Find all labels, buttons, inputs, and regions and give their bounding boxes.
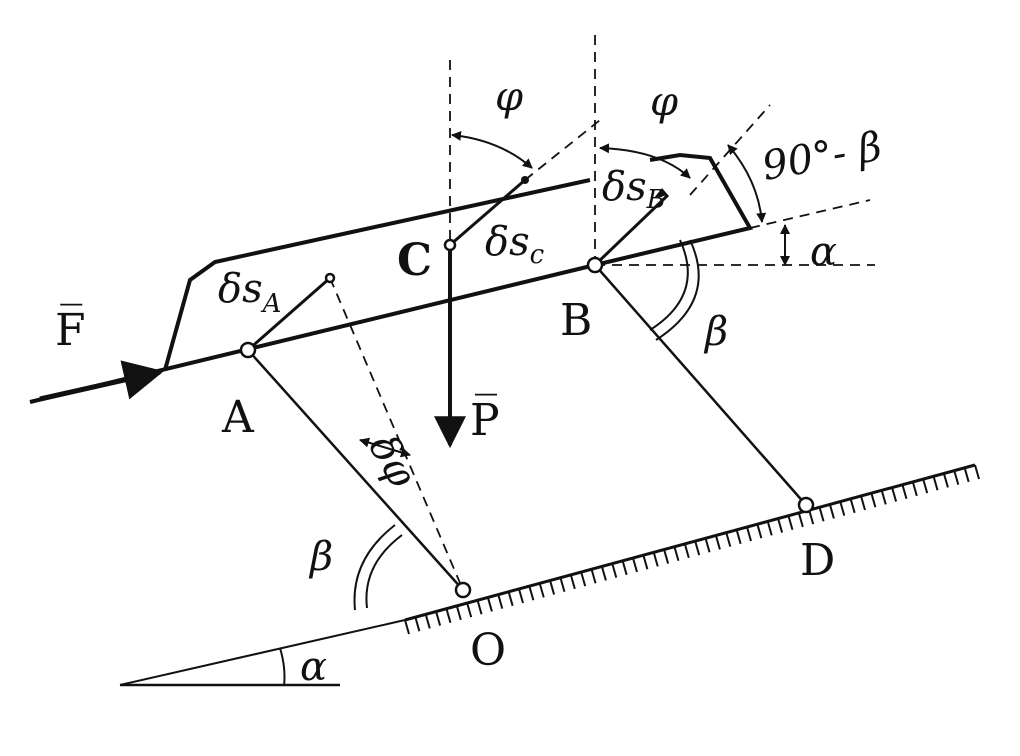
- label-d: D: [800, 535, 835, 586]
- ground-hatch: [466, 602, 473, 618]
- ground-hatch: [880, 490, 887, 505]
- ground-hatch: [911, 481, 918, 497]
- link-BD: [594, 264, 807, 506]
- ground-hatch: [455, 605, 462, 621]
- joint-o: [454, 581, 472, 599]
- ground-hatch: [507, 591, 514, 607]
- ground-hatch: [683, 543, 690, 559]
- ds-b-vector: [593, 193, 670, 267]
- ground-hatch: [922, 478, 929, 494]
- joint-b: [586, 256, 604, 274]
- point-c: [443, 238, 457, 252]
- ground-hatch: [528, 585, 535, 601]
- angle-arcs: [353, 130, 790, 611]
- ground-hatch: [714, 535, 721, 550]
- label-ds-c: δsc: [485, 219, 545, 270]
- ground-hatch: [839, 501, 846, 516]
- label-c: C: [397, 235, 432, 286]
- label-ds-a: δsA: [218, 266, 281, 319]
- ground-hatch: [538, 583, 545, 598]
- ground-hatch: [756, 523, 763, 539]
- ground-hatch: [559, 577, 566, 593]
- ground-hatch: [642, 554, 649, 570]
- label-beta-b: β: [703, 309, 728, 355]
- ground-hatch: [828, 504, 835, 519]
- ground-hatch: [569, 574, 576, 590]
- ground-hatch: [673, 546, 680, 562]
- label-ds-b: δsB: [602, 164, 666, 215]
- ground-hatch: [746, 526, 752, 542]
- label-90-minus-beta: 90°- β: [759, 124, 885, 190]
- label-p: P̅: [470, 393, 500, 446]
- ground-hatch: [580, 571, 587, 587]
- ground-hatch: [600, 566, 607, 581]
- ground-hatch: [766, 521, 773, 536]
- bottom-alpha-angle: [119, 619, 406, 687]
- label-a: A: [221, 392, 255, 443]
- ground-hatch: [974, 464, 980, 480]
- ground-hatch: [797, 512, 804, 528]
- ground-hatch: [725, 532, 732, 547]
- force-f-arrow: [39, 360, 164, 402]
- ground-hatch: [735, 529, 742, 545]
- ground-hatch: [476, 599, 483, 615]
- ground-hatch: [849, 498, 856, 514]
- ground-hatch: [694, 540, 701, 556]
- ground-hatch: [818, 506, 825, 522]
- ground-hatch: [787, 515, 794, 531]
- joints: [239, 238, 815, 599]
- label-f: F̅: [55, 303, 86, 356]
- label-alpha-bottom: α: [300, 644, 327, 690]
- ground-hatch: [486, 597, 493, 612]
- ground-hatch: [414, 616, 421, 632]
- ds-c-vector: [449, 178, 526, 247]
- ds-a-tip: [324, 272, 336, 284]
- ground-hatch: [942, 473, 949, 488]
- ground-hatch: [424, 614, 431, 629]
- ground-hatch: [953, 470, 960, 485]
- ground-hatch: [663, 549, 670, 564]
- ground-hatch: [808, 509, 815, 525]
- label-beta-o: β: [308, 534, 333, 580]
- ground-hatch: [621, 560, 628, 576]
- ground-hatch: [518, 588, 524, 604]
- ground-hatch: [404, 619, 410, 635]
- ground-hatch: [445, 608, 452, 624]
- ds-a-vector: [247, 276, 331, 352]
- ground-hatch: [632, 557, 638, 573]
- ground-hatch: [497, 594, 504, 609]
- virtual-displacements: [247, 176, 670, 352]
- ground-hatch: [590, 568, 597, 584]
- ground-hatch: [901, 484, 908, 500]
- joint-d: [797, 496, 815, 514]
- links: [247, 264, 807, 591]
- label-phi-c: φ: [495, 74, 523, 120]
- ground-hatch: [704, 537, 711, 553]
- slanted-beam: [29, 263, 596, 404]
- ground-hatch: [435, 611, 442, 626]
- ground-hatch: [611, 563, 618, 578]
- joint-a: [239, 341, 257, 359]
- label-b: B: [560, 295, 592, 346]
- ground-hatch: [932, 475, 939, 491]
- ground-hatch: [652, 552, 659, 567]
- ground-hatch: [891, 487, 898, 502]
- ground-hatch: [963, 467, 970, 483]
- ground-hatch: [860, 495, 866, 511]
- label-phi-b: φ: [650, 79, 678, 125]
- dashed-lines: [329, 35, 875, 591]
- inclined-ground: [404, 463, 980, 635]
- link-AO: [247, 349, 464, 591]
- ground-hatch: [549, 580, 556, 595]
- ground-hatch: [870, 492, 877, 508]
- label-alpha-top: α: [810, 229, 837, 275]
- ground-hatch: [777, 518, 784, 533]
- label-o: O: [470, 625, 506, 676]
